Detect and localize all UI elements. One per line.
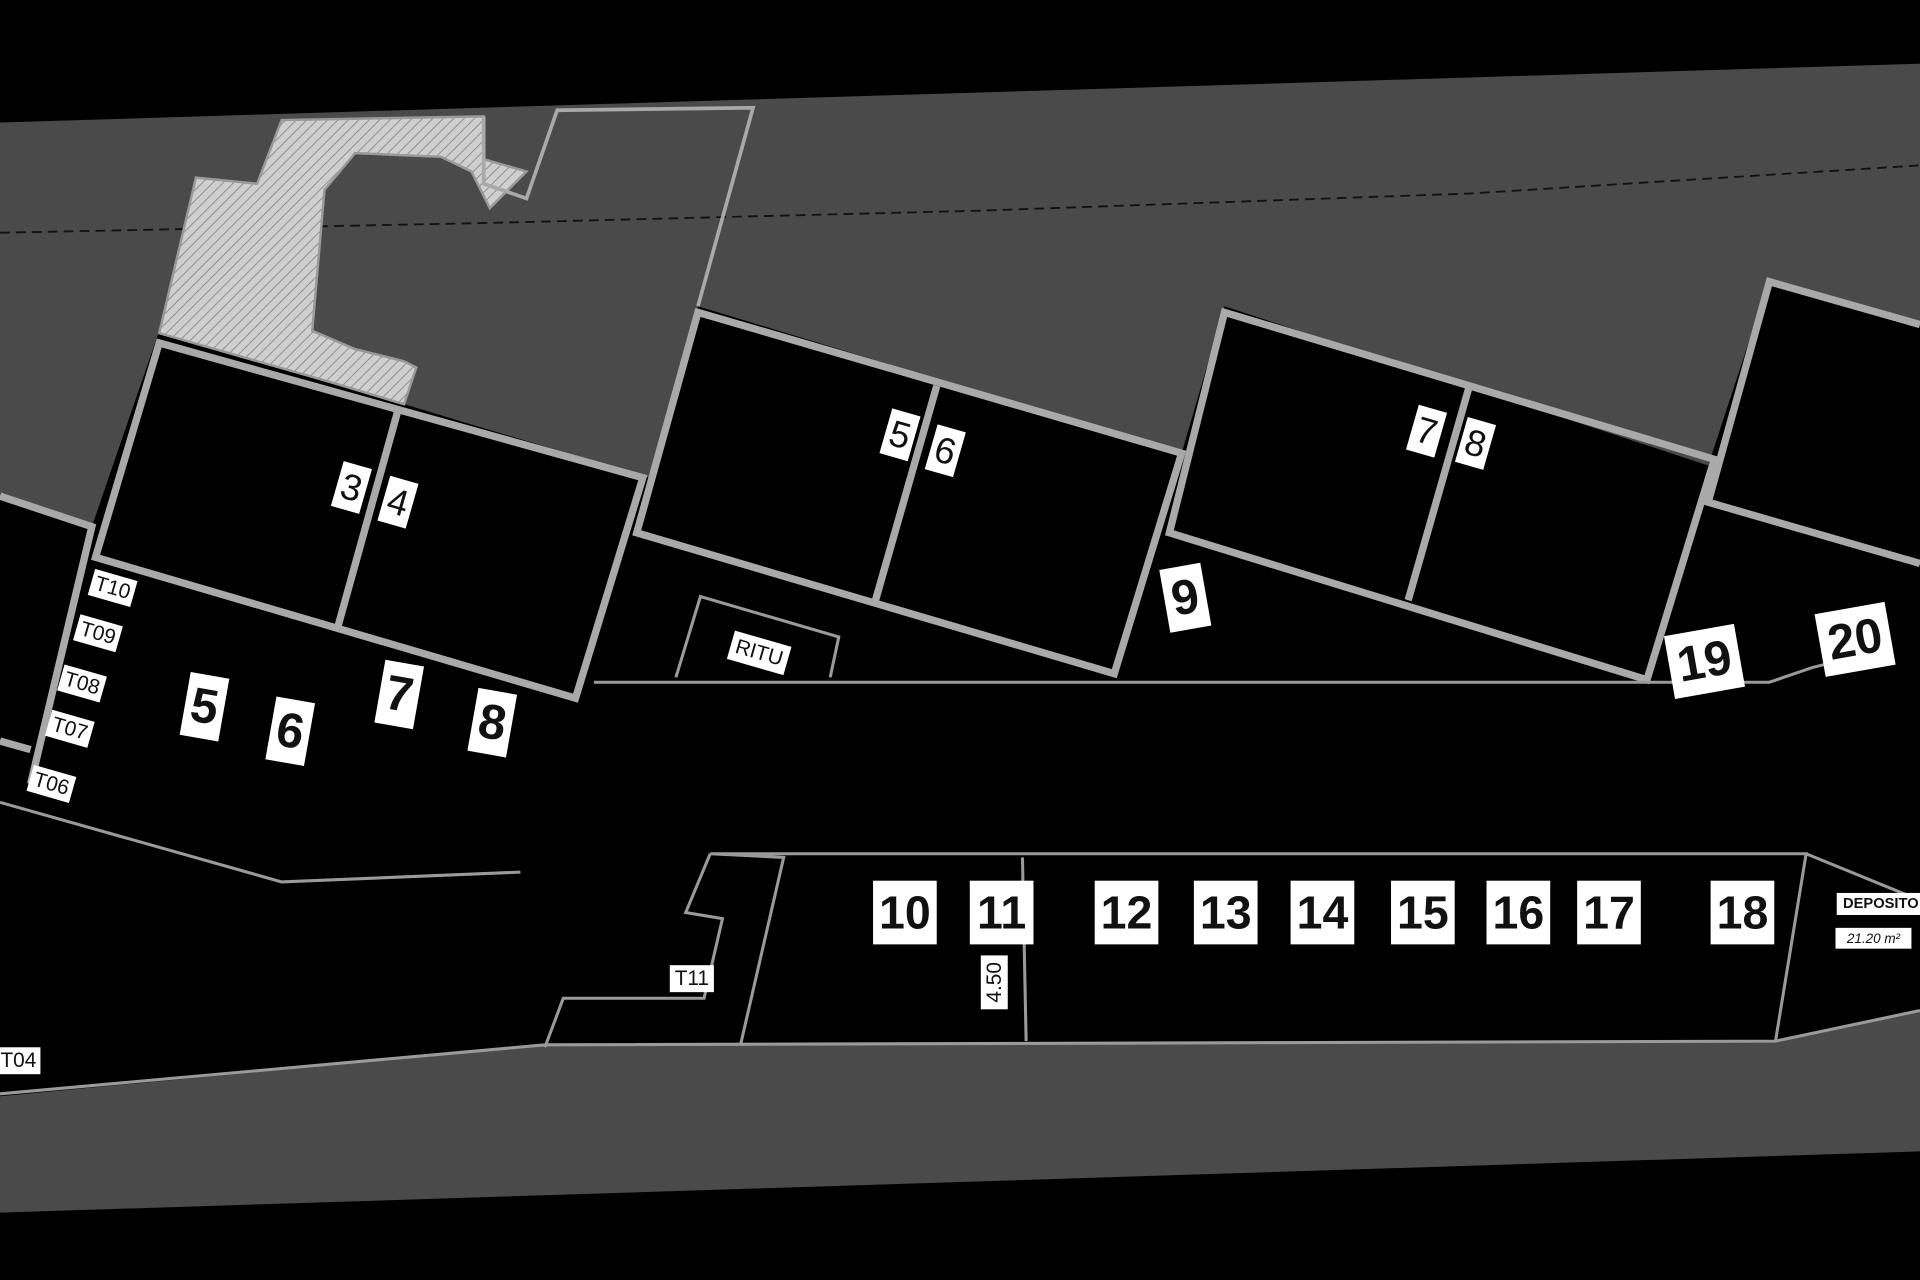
left-wall-lower <box>0 737 32 754</box>
storage-unit-label-11: 11 <box>969 880 1034 945</box>
lower-edge <box>0 1009 1920 1096</box>
storage-unit-label-10: 10 <box>873 880 937 945</box>
wall-5-6 <box>871 384 941 602</box>
storage-unit-label-13: 13 <box>1193 880 1258 945</box>
svg-text:12: 12 <box>1101 887 1153 939</box>
storage-unit-label-15: 15 <box>1391 880 1455 945</box>
svg-text:19: 19 <box>1673 630 1736 693</box>
storage-unit-label-18: 18 <box>1710 880 1775 945</box>
deposito-label: DEPOSITO <box>1836 892 1920 915</box>
svg-text:21.20 m²: 21.20 m² <box>1846 931 1901 946</box>
site-outline <box>481 105 756 307</box>
parking-label-6: 6 <box>265 696 316 767</box>
lower-ground <box>0 1010 1920 1213</box>
unit-label-4: 4 <box>377 475 419 529</box>
svg-text:11: 11 <box>977 887 1026 939</box>
storage-unit-label-16: 16 <box>1486 880 1551 945</box>
storage-unit-label-17: 17 <box>1577 880 1641 945</box>
svg-text:16: 16 <box>1492 887 1544 939</box>
storage-unit-label-12: 12 <box>1094 880 1159 945</box>
dimension-label: 4.50 <box>980 955 1008 1010</box>
unit-label-3: 3 <box>330 461 372 514</box>
svg-text:T11: T11 <box>675 967 709 990</box>
tag-label-T04: T04 <box>0 1047 41 1075</box>
svg-text:10: 10 <box>879 887 931 939</box>
parking-label-7: 7 <box>374 659 425 730</box>
svg-text:DEPOSITO: DEPOSITO <box>1843 896 1919 912</box>
parking-label-5: 5 <box>179 671 230 742</box>
tag-label-T11: T11 <box>669 965 714 993</box>
unit-label-6: 6 <box>924 424 966 478</box>
svg-text:4.50: 4.50 <box>983 962 1006 1002</box>
parking-line <box>593 659 1838 684</box>
wall-3-4 <box>333 409 402 632</box>
svg-text:17: 17 <box>1583 887 1635 939</box>
deposito-outline <box>1805 852 1920 902</box>
unit-label-5: 5 <box>879 408 921 462</box>
stair-outline <box>543 853 725 1048</box>
unit-label-8: 8 <box>1454 416 1497 470</box>
svg-text:14: 14 <box>1297 887 1349 939</box>
storage-unit-label-14: 14 <box>1290 880 1355 945</box>
parking-label-8: 8 <box>467 687 518 758</box>
svg-text:20: 20 <box>1824 608 1887 671</box>
left-wall <box>0 492 97 785</box>
parking-label-20: 20 <box>1814 601 1896 677</box>
ritu-outline <box>674 594 841 678</box>
unit-label-7: 7 <box>1405 404 1448 458</box>
building-block-right <box>1703 277 1920 567</box>
svg-text:15: 15 <box>1397 887 1449 939</box>
svg-text:13: 13 <box>1200 887 1252 939</box>
svg-text:18: 18 <box>1717 887 1769 939</box>
building-block-5-6 <box>632 307 1187 679</box>
wall-7-8 <box>1404 384 1473 602</box>
svg-text:T04: T04 <box>0 1049 36 1072</box>
building-block-7-8 <box>1164 307 1719 685</box>
deposito-area: 21.20 m² <box>1835 927 1912 949</box>
parking-label-9: 9 <box>1159 562 1212 633</box>
ramp-line <box>0 800 521 884</box>
property-line <box>0 164 1920 234</box>
parking-label-19: 19 <box>1663 623 1745 699</box>
building-block-3-4 <box>90 338 648 703</box>
